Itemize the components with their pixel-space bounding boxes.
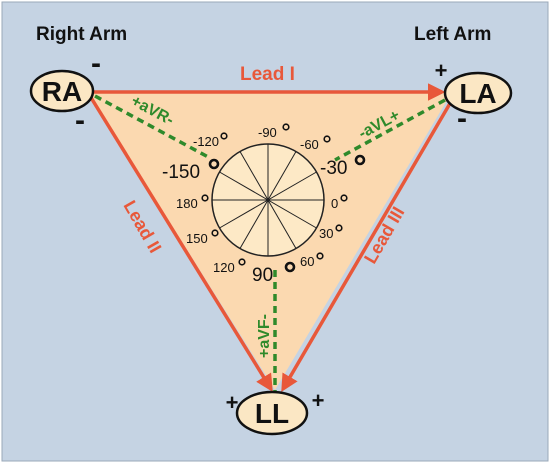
angle-120: 120 <box>213 260 235 275</box>
lead-ii-arrow <box>88 95 273 392</box>
polarity-ra-bottom: - <box>75 104 85 137</box>
degree-mark-120 <box>238 258 246 266</box>
degree-mark-neg30 <box>354 154 366 166</box>
left-arm-label: Left Arm <box>414 24 491 45</box>
degree-mark-150 <box>211 229 219 237</box>
electrode-ll: LL <box>235 390 309 436</box>
polarity-la-top: + <box>435 58 448 83</box>
degree-mark-neg150 <box>208 158 220 170</box>
electrode-ll-label: LL <box>255 398 289 429</box>
angle-neg90: -90 <box>258 125 277 140</box>
angle-90: 90 <box>252 265 273 286</box>
angle-neg150: -150 <box>162 162 200 183</box>
right-arm-label: Right Arm <box>36 24 127 45</box>
wheel-spoke <box>219 171 317 229</box>
angle-neg30: -30 <box>320 158 347 179</box>
avf-label: +aVF- <box>256 314 273 358</box>
angle-180: 180 <box>176 196 198 211</box>
angle-labels: -120 -90 -60 -150 -30 180 0 150 30 120 9… <box>162 125 347 286</box>
polarity-ll-left: + <box>226 390 239 415</box>
avr-lead-line <box>94 94 211 160</box>
angle-60: 60 <box>300 254 314 269</box>
angle-neg120: -120 <box>193 134 219 149</box>
angle-30: 30 <box>319 226 333 241</box>
electrode-ra: RA <box>29 69 95 113</box>
electrode-ra-label: RA <box>42 76 82 107</box>
degree-mark-180 <box>201 194 209 202</box>
hexaxial-wheel <box>211 143 325 257</box>
lead-i-label: Lead I <box>240 64 295 85</box>
angle-0: 0 <box>331 196 338 211</box>
electrode-la: LA <box>443 71 513 115</box>
polarity-ra-top: - <box>91 47 101 80</box>
degree-mark-30 <box>335 224 343 232</box>
degree-mark-0 <box>340 194 348 202</box>
avl-lead-line <box>334 98 446 162</box>
degree-mark-90 <box>284 261 296 273</box>
degree-marks <box>201 123 366 273</box>
degree-mark-neg60 <box>323 135 331 143</box>
electrode-la-label: LA <box>459 78 496 109</box>
degree-mark-neg90 <box>282 123 290 131</box>
degree-mark-neg120 <box>220 132 228 140</box>
angle-neg60: -60 <box>300 137 319 152</box>
degree-mark-60 <box>316 252 324 260</box>
angle-150: 150 <box>186 231 208 246</box>
polarity-ll-right: + <box>312 388 325 413</box>
lead-iii-arrow <box>281 99 454 393</box>
polarity-la-bottom: - <box>457 102 467 135</box>
